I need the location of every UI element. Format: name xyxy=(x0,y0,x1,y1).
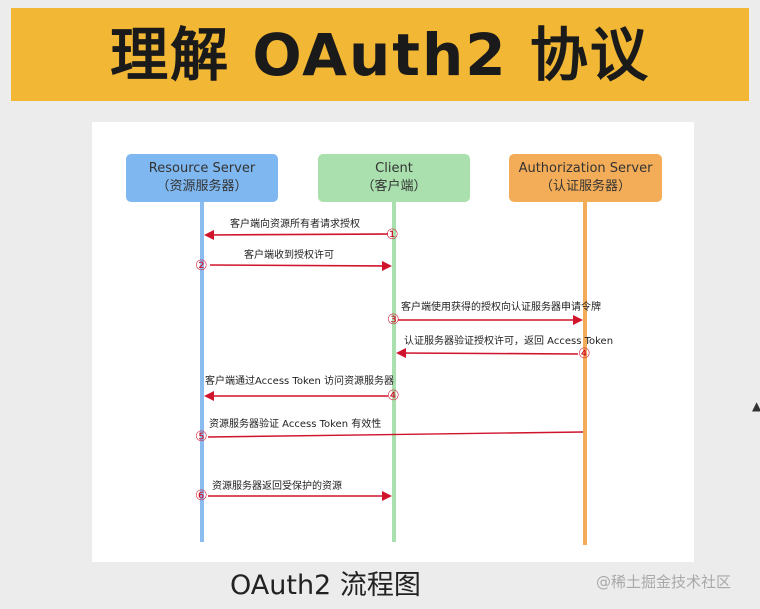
step-badge-6: ⑥ xyxy=(195,488,208,504)
step-badge-4b: ④ xyxy=(387,388,400,404)
arrow-step-2 xyxy=(209,260,392,271)
step-badge-1: ① xyxy=(386,227,399,243)
message-label-5: 资源服务器验证 Access Token 有效性 xyxy=(209,419,382,430)
message-label-3: 客户端使用获得的授权向认证服务器申请令牌 xyxy=(401,302,601,313)
lane-client: Client （客户端） xyxy=(318,154,470,202)
watermark: @稀土掘金技术社区 xyxy=(596,573,732,591)
lane-resource-server: Resource Server （资源服务器） xyxy=(126,154,278,202)
arrow-step-4a xyxy=(396,348,579,359)
step-badge-5: ⑤ xyxy=(195,429,208,445)
message-label-6: 资源服务器返回受保护的资源 xyxy=(212,481,342,492)
arrow-step-5 xyxy=(207,431,584,438)
message-label-2: 客户端收到授权许可 xyxy=(244,250,334,261)
lane-authorization-server: Authorization Server （认证服务器） xyxy=(509,154,662,202)
step-badge-3: ③ xyxy=(387,312,400,328)
lane-resource-server-subtitle: （资源服务器） xyxy=(156,179,248,194)
lane-client-name: Client xyxy=(375,161,413,176)
page-title: 理解 OAuth2 协议 xyxy=(110,21,650,89)
diagram-caption: OAuth2 流程图 xyxy=(230,570,421,601)
lane-resource-server-name: Resource Server xyxy=(148,161,256,176)
message-label-4b: 客户端通过Access Token 访问资源服务器 xyxy=(205,376,395,387)
arrow-step-1 xyxy=(204,229,389,240)
lane-authorization-server-name: Authorization Server xyxy=(518,161,653,176)
mouse-cursor-icon: ▲ xyxy=(752,399,760,413)
lane-authorization-server-subtitle: （认证服务器） xyxy=(539,179,631,194)
step-badge-4a: ④ xyxy=(578,346,591,362)
message-label-1: 客户端向资源所有者请求授权 xyxy=(230,219,360,230)
message-label-4a: 认证服务器验证授权许可，返回 Access Token xyxy=(404,336,614,347)
step-badge-2: ② xyxy=(195,258,208,274)
title-banner: 理解 OAuth2 协议 xyxy=(11,8,749,101)
lane-client-subtitle: （客户端） xyxy=(361,179,427,194)
